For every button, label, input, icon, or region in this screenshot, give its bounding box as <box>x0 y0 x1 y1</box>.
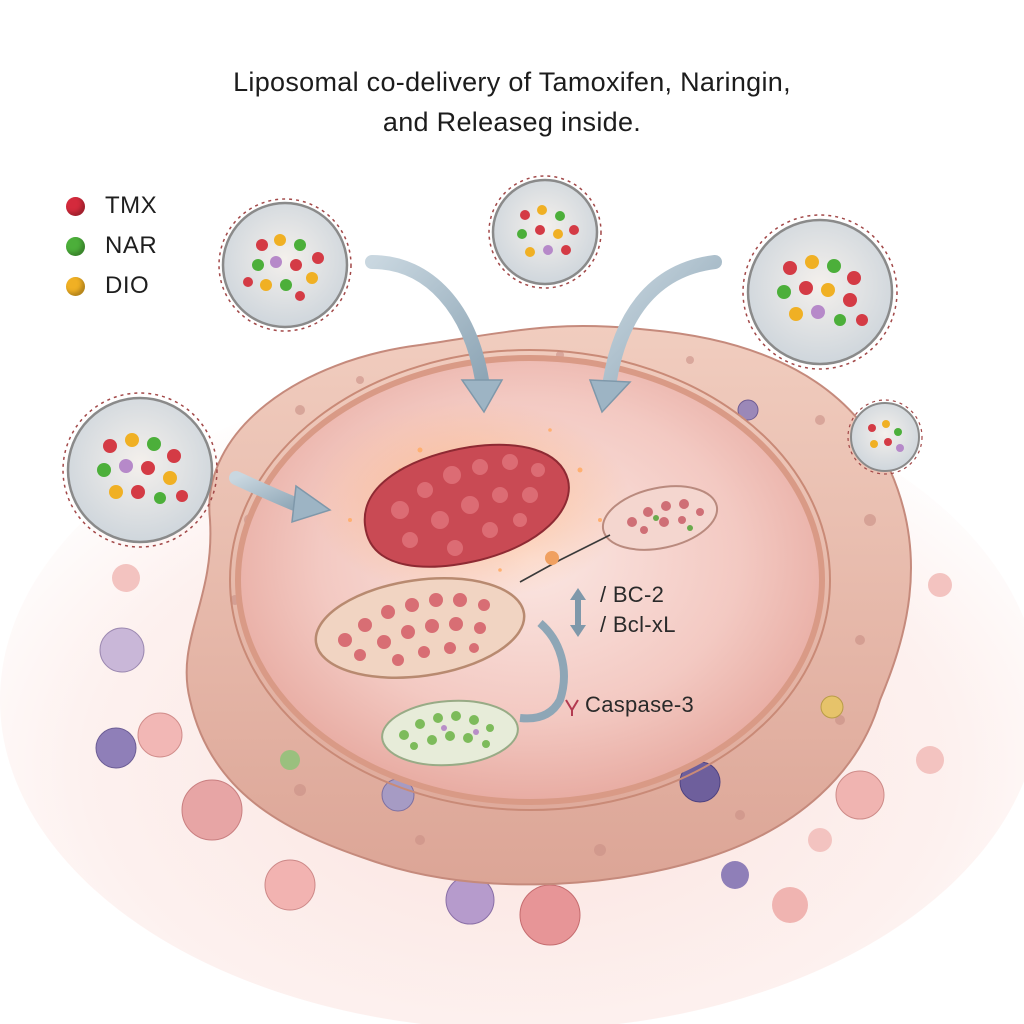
organelle-middle <box>314 577 526 679</box>
legend-item-dio: DIO <box>66 266 157 306</box>
liposome-right-small <box>847 399 923 475</box>
caspase-label: Caspase-3 <box>585 692 695 717</box>
nar-dot-icon <box>66 236 85 256</box>
legend-label: DIO <box>105 272 150 299</box>
regulation-arrow <box>570 588 586 637</box>
caspase-marker-icon <box>565 699 579 716</box>
signal-pathway <box>519 534 611 723</box>
extracellular-vesicles <box>95 564 952 946</box>
delivery-arrowheads <box>291 379 632 524</box>
organelle-lower <box>381 699 519 767</box>
dio-dot-icon <box>66 276 85 296</box>
legend-label: NAR <box>105 232 158 259</box>
tmx-dot-icon <box>66 196 85 216</box>
bclxl-label: / Bcl-xL <box>600 612 676 637</box>
legend-item-tmx: TMX <box>66 186 157 226</box>
title-line-2: and Releaseg inside. <box>382 107 642 137</box>
liposome-left <box>62 392 218 548</box>
bc2-label: / BC-2 <box>600 582 665 607</box>
liposome-top-left <box>218 198 352 332</box>
nucleus <box>363 443 570 568</box>
legend-item-nar: NAR <box>66 226 157 266</box>
legend-label: TMX <box>105 192 158 219</box>
liposome-top-center <box>488 175 602 289</box>
signal-node <box>545 551 559 565</box>
title-line-1: Liposomal co-delivery of Tamoxifen, Nari… <box>233 67 791 97</box>
membrane-vesicles <box>280 399 844 812</box>
legend: TMX NAR DIO <box>66 186 157 306</box>
liposome-top-right <box>742 214 898 370</box>
diagram-title: Liposomal co-delivery of Tamoxifen, Nari… <box>0 62 1024 142</box>
organelle-upper <box>601 485 719 551</box>
